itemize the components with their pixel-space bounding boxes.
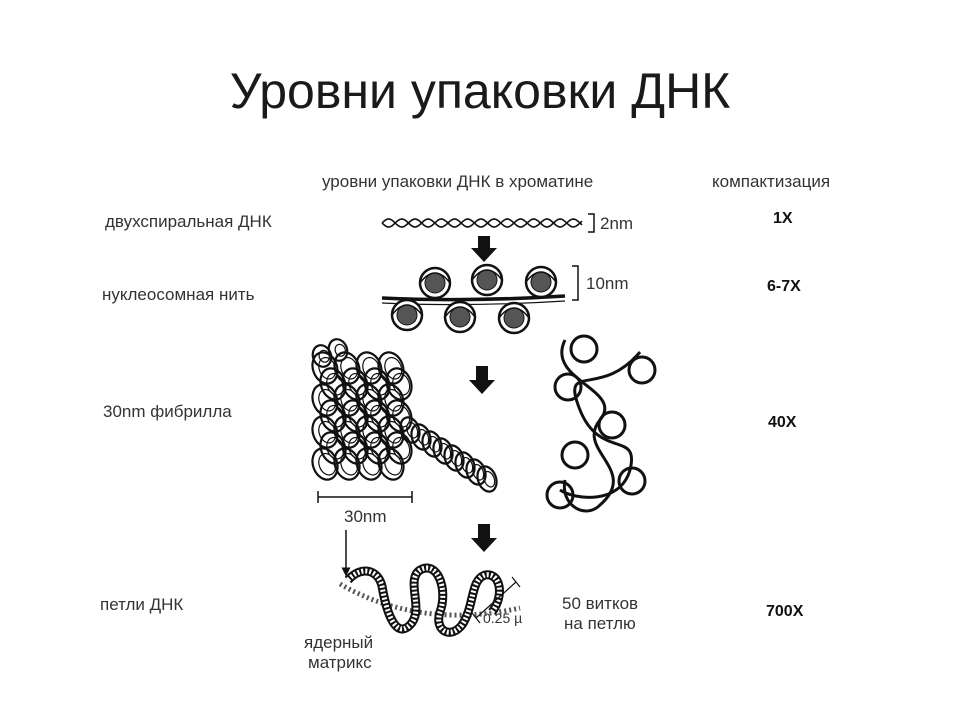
turns-label-line2: на петлю (564, 614, 636, 633)
nucleosome (497, 301, 531, 335)
level-label-nucleosome: нуклеосомная нить (102, 285, 255, 304)
nucleosome (524, 265, 558, 299)
nucleosome (418, 266, 452, 300)
compaction-value-4: 700X (766, 603, 804, 620)
level-label-double-helix: двухспиральная ДНК (105, 212, 272, 231)
page-title: Уровни упаковки ДНК (229, 63, 731, 119)
level-label-fibril: 30nm фибрилла (103, 402, 232, 421)
size-label-30nm: 30nm (344, 507, 387, 526)
matrix-label-line1: ядерный (304, 633, 374, 652)
nucleosome (390, 298, 424, 332)
nucleosome (443, 300, 477, 334)
nucleosome-fiber (381, 263, 566, 335)
header-compaction: компактизация (712, 172, 831, 191)
loop-size-marker (471, 576, 521, 624)
arrow-down-icon (471, 236, 497, 262)
compaction-value-1: 1X (773, 210, 793, 227)
compaction-value-2: 6-7X (767, 278, 801, 295)
fibril-solenoid (311, 338, 498, 493)
nucleosome (470, 263, 504, 297)
arrow-down-icon (471, 524, 497, 552)
size-label-loop: 0.25 µ (483, 610, 523, 626)
level-label-loops: петли ДНК (100, 595, 184, 614)
double-helix-strand (381, 218, 583, 228)
chromatin-loops (338, 563, 521, 637)
bracket-2nm (588, 213, 595, 233)
scale-bar-30nm (317, 491, 413, 503)
matrix-label-line2: матрикс (308, 653, 372, 672)
size-label-2nm: 2nm (600, 214, 634, 233)
fiber-loops (545, 334, 657, 513)
turns-label-line1: 50 витков (562, 594, 639, 613)
size-label-10nm: 10nm (586, 274, 629, 293)
arrow-down-icon (469, 366, 495, 394)
compaction-value-3: 40X (768, 414, 797, 431)
bracket-10nm (572, 265, 579, 301)
header-levels: уровни упаковки ДНК в хроматине (322, 172, 594, 191)
